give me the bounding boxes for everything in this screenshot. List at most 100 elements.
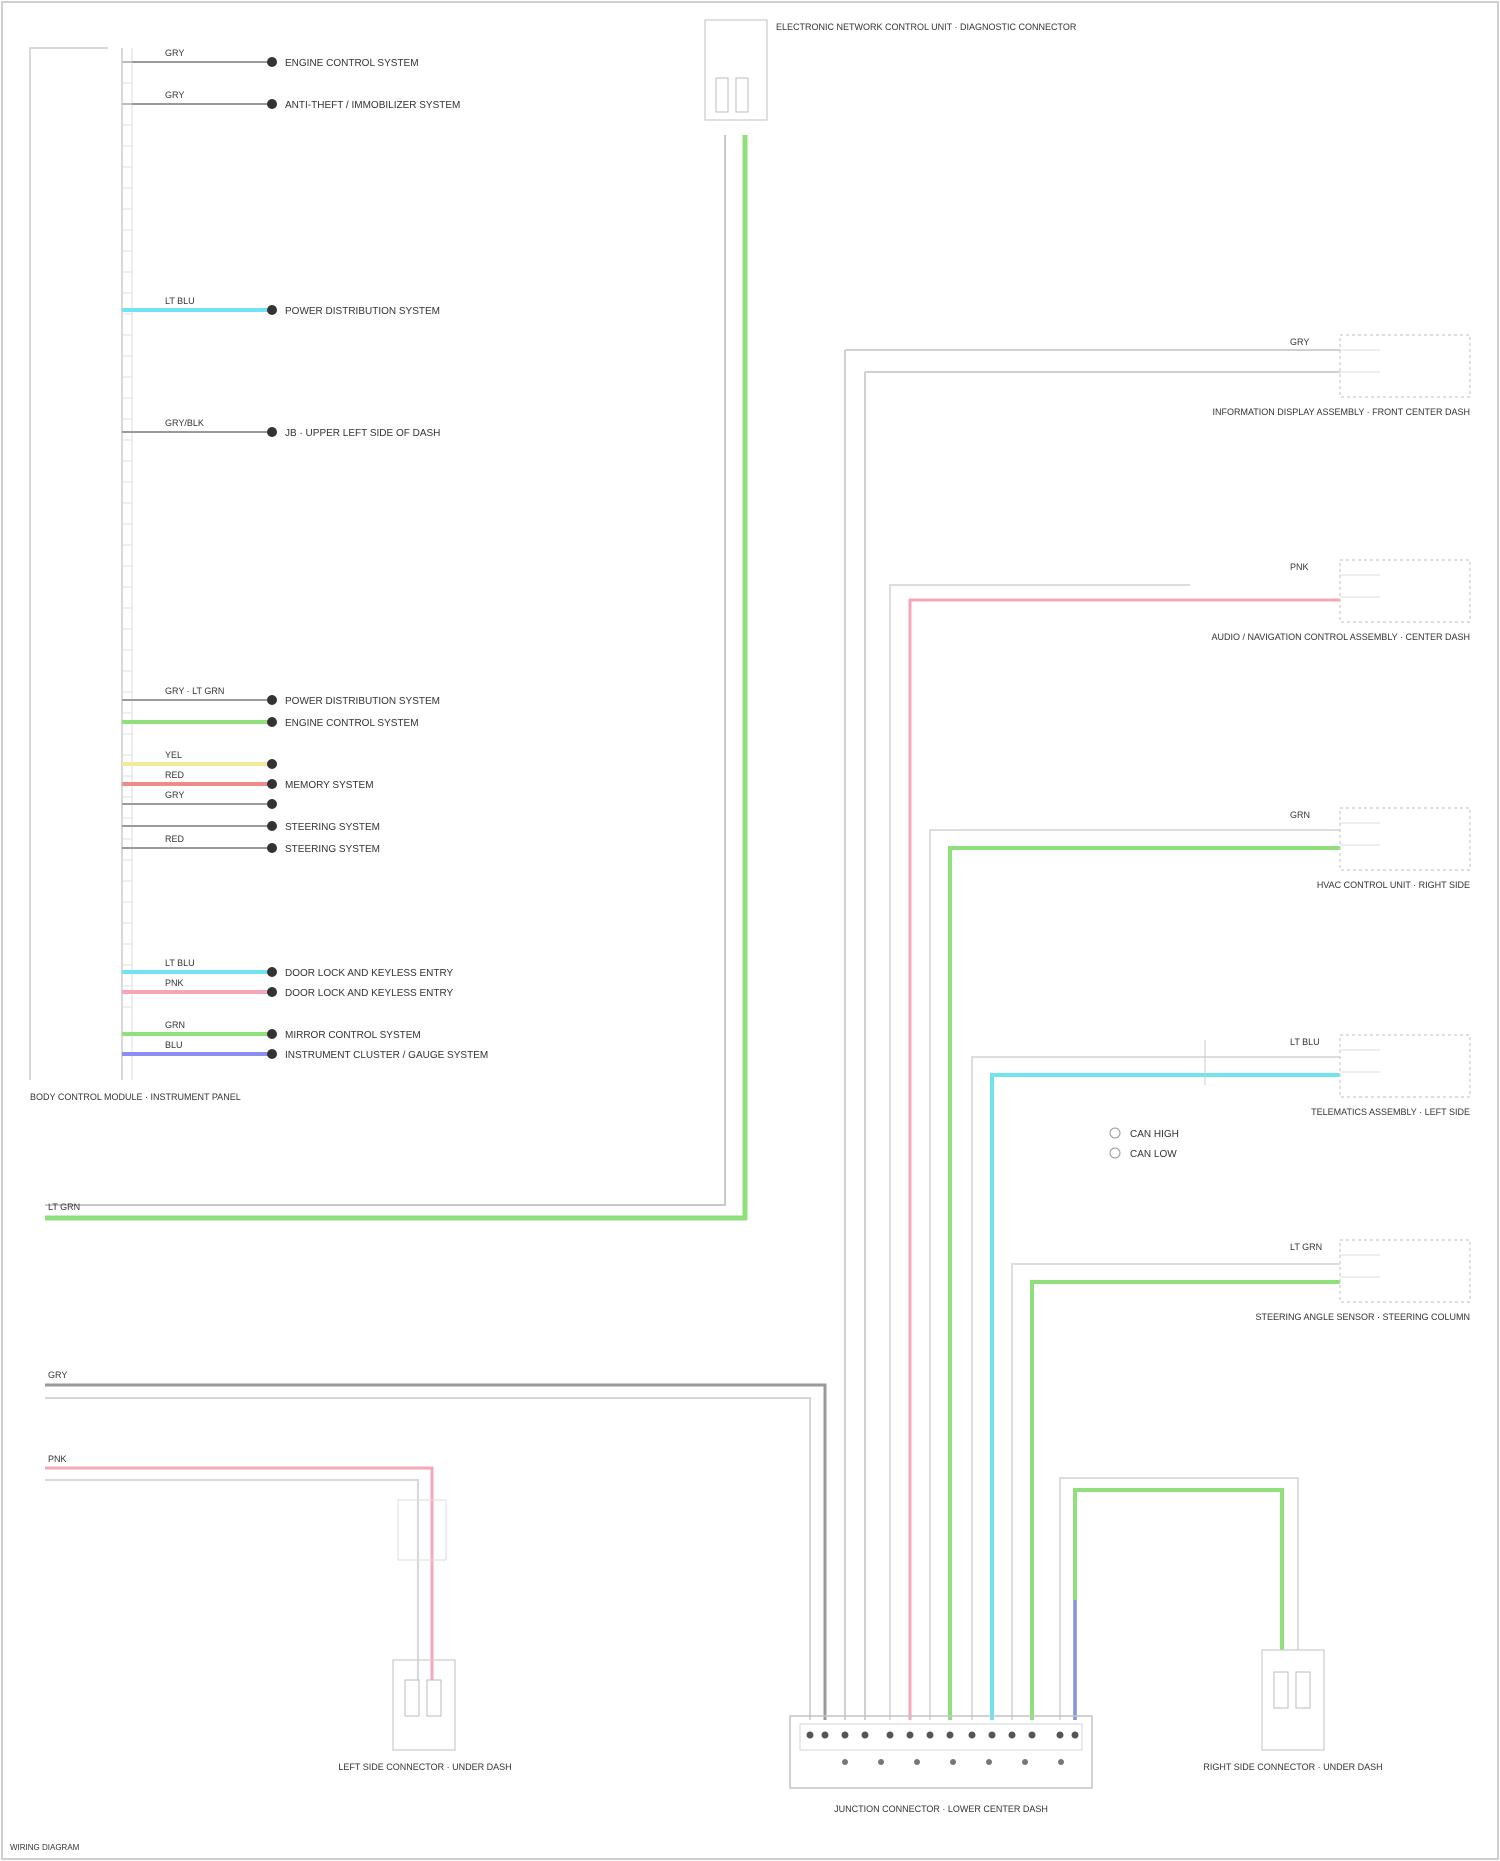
right-wire-bundle (845, 350, 1340, 1720)
center-pin (907, 1732, 914, 1739)
center-pin (989, 1732, 996, 1739)
wire-top-gray (45, 135, 725, 1205)
center-pins-group (807, 1732, 1079, 1766)
wire-left-8-splice (267, 779, 277, 789)
component-right-2 (1340, 560, 1470, 622)
center-pin (1009, 1732, 1016, 1739)
wire-left-14-label: MIRROR CONTROL SYSTEM (285, 1030, 421, 1041)
wire-left-11-code: RED (165, 834, 185, 844)
footer-text: WIRING DIAGRAM (10, 1843, 80, 1852)
bottom-left-connector: LEFT SIDE CONNECTOR · UNDER DASH (338, 1500, 511, 1772)
component-right-5-wire-code: LT GRN (1290, 1242, 1322, 1252)
center-pin-lower (950, 1759, 956, 1765)
center-pin-lower (986, 1759, 992, 1765)
component-right-4-caption: TELEMATICS ASSEMBLY · LEFT SIDE (1311, 1107, 1470, 1117)
wire-left-5-label: POWER DISTRIBUTION SYSTEM (285, 696, 440, 707)
legend-item-2: CAN LOW (1130, 1149, 1177, 1160)
wire-left-pink-code: PNK (48, 1454, 67, 1464)
center-pin (862, 1732, 869, 1739)
center-pin (1057, 1732, 1064, 1739)
center-pin-lower (878, 1759, 884, 1765)
wire-left-2-label: ANTI-THEFT / IMMOBILIZER SYSTEM (285, 100, 460, 111)
wire-left-12-label: DOOR LOCK AND KEYLESS ENTRY (285, 968, 454, 979)
center-pin (927, 1732, 934, 1739)
component-right-5-caption: STEERING ANGLE SENSOR · STEERING COLUMN (1255, 1312, 1470, 1322)
component-right-1-caption: INFORMATION DISPLAY ASSEMBLY · FRONT CEN… (1212, 407, 1470, 417)
wire-pink-bottom-left-2 (45, 1480, 418, 1680)
wire-left-6-label: ENGINE CONTROL SYSTEM (285, 718, 419, 729)
center-pin-lower (842, 1759, 848, 1765)
component-right-2-caption: AUDIO / NAVIGATION CONTROL ASSEMBLY · CE… (1211, 632, 1470, 642)
wire-left-4-label: JB · UPPER LEFT SIDE OF DASH (285, 428, 440, 439)
bottom-center-connector: JUNCTION CONNECTOR · LOWER CENTER DASH (790, 1716, 1092, 1814)
wire-left-13-code: PNK (165, 978, 184, 988)
legend: CAN HIGH CAN LOW (1110, 1128, 1179, 1160)
wire-left-7-code: YEL (165, 750, 182, 760)
wire-left-4-splice (267, 427, 277, 437)
wire-left-5-splice (267, 695, 277, 705)
bottom-right-connector: RIGHT SIDE CONNECTOR · UNDER DASH (1203, 1650, 1382, 1772)
top-component: ELECTRONIC NETWORK CONTROL UNIT · DIAGNO… (705, 20, 1077, 120)
bottom-center-caption: JUNCTION CONNECTOR · LOWER CENTER DASH (834, 1804, 1048, 1814)
component-right-1 (1340, 335, 1470, 397)
center-pin-lower (1058, 1759, 1064, 1765)
wire-left-3-code: LT BLU (165, 296, 195, 306)
component-right-4-wire-code: LT BLU (1290, 1037, 1320, 1047)
center-pin-lower (1022, 1759, 1028, 1765)
center-pin (887, 1732, 894, 1739)
wire-left-8-code: RED (165, 770, 185, 780)
left-wires-group: GRY ENGINE CONTROL SYSTEM GRY ANTI-THEFT / … (122, 48, 488, 1061)
component-right-1-wire-code: GRY (1290, 337, 1309, 347)
left-module: BODY CONTROL MODULE · INSTRUMENT PANEL (30, 48, 241, 1102)
bottom-right-caption: RIGHT SIDE CONNECTOR · UNDER DASH (1203, 1762, 1382, 1772)
wire-left-long-green-code: LT GRN (48, 1202, 80, 1212)
wire-left-13-splice (267, 987, 277, 997)
right-components-group: GRY INFORMATION DISPLAY ASSEMBLY · FRONT … (1211, 335, 1470, 1322)
wire-left-13-label: DOOR LOCK AND KEYLESS ENTRY (285, 988, 454, 999)
wire-left-1-code: GRY (165, 48, 184, 58)
component-right-3-caption: HVAC CONTROL UNIT · RIGHT SIDE (1317, 880, 1470, 890)
wire-left-12-splice (267, 967, 277, 977)
wire-left-10-splice (267, 821, 277, 831)
component-right-2-wire-code: PNK (1290, 562, 1309, 572)
component-right-3-wire-code: GRN (1290, 810, 1310, 820)
wire-left-11-label: STEERING SYSTEM (285, 844, 380, 855)
left-module-caption: BODY CONTROL MODULE · INSTRUMENT PANEL (30, 1092, 241, 1102)
center-pin-lower (914, 1759, 920, 1765)
wire-left-12-code: LT BLU (165, 958, 195, 968)
center-pin (807, 1732, 814, 1739)
wire-left-1-splice (267, 57, 277, 67)
wire-left-3-splice (267, 305, 277, 315)
center-pin (969, 1732, 976, 1739)
wire-left-2-splice (267, 99, 277, 109)
center-pin (1029, 1732, 1036, 1739)
wire-left-14-code: GRN (165, 1020, 185, 1030)
wire-left-15-splice (267, 1049, 277, 1059)
wire-left-gray-code: GRY (48, 1370, 67, 1380)
top-component-caption: ELECTRONIC NETWORK CONTROL UNIT · DIAGNO… (776, 22, 1077, 32)
wire-gray-bottom-2 (45, 1398, 810, 1720)
wire-left-1-label: ENGINE CONTROL SYSTEM (285, 58, 419, 69)
wire-left-14-splice (267, 1029, 277, 1039)
wire-pink-bottom-left (45, 1468, 432, 1680)
wire-left-5-code: GRY · LT GRN (165, 686, 224, 696)
wire-left-15-code: BLU (165, 1040, 183, 1050)
wire-left-8-label: MEMORY SYSTEM (285, 780, 374, 791)
wire-left-2-code: GRY (165, 90, 184, 100)
wire-gray-bottom (45, 1385, 825, 1720)
wire-left-9-splice (267, 799, 277, 809)
wire-left-4-code: GRY/BLK (165, 418, 204, 428)
wire-left-7-splice (267, 759, 277, 769)
wire-left-9-code: GRY (165, 790, 184, 800)
wire-left-10-label: STEERING SYSTEM (285, 822, 380, 833)
center-pin (947, 1732, 954, 1739)
wire-left-11-splice (267, 843, 277, 853)
center-pin (822, 1732, 829, 1739)
wire-left-15-label: INSTRUMENT CLUSTER / GAUGE SYSTEM (285, 1050, 488, 1061)
component-right-4 (1340, 1035, 1470, 1097)
center-pin (842, 1732, 849, 1739)
bottom-left-caption: LEFT SIDE CONNECTOR · UNDER DASH (338, 1762, 511, 1772)
